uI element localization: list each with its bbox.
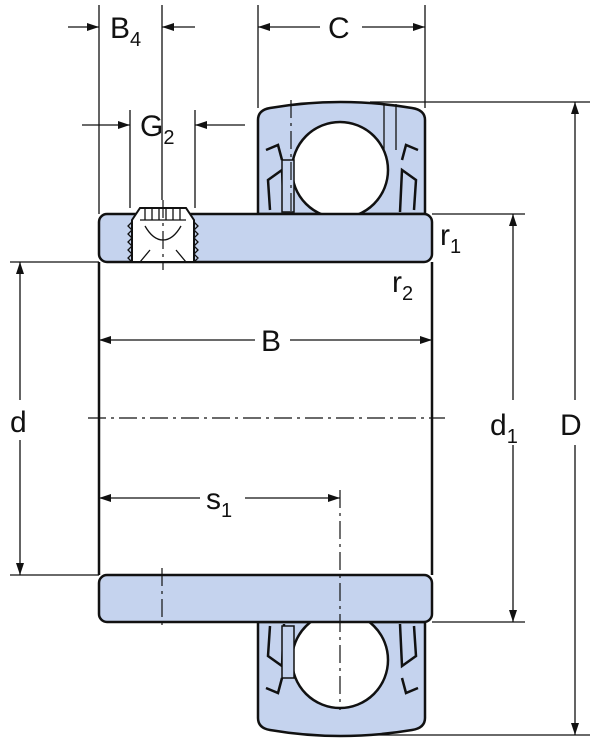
grub-screw	[127, 200, 199, 270]
label-r1: r1	[440, 219, 461, 258]
label-C: C	[328, 12, 350, 45]
dimension-d1: d1	[432, 213, 525, 623]
label-r2: r2	[392, 266, 413, 305]
dimension-D: D	[370, 101, 590, 736]
dimension-C: C	[257, 5, 426, 108]
outer-ring-top	[256, 100, 427, 220]
label-s1: s1	[206, 483, 232, 522]
label-d1: d1	[490, 409, 518, 448]
dimension-B4: B4	[68, 5, 195, 214]
dimension-s1: s1	[99, 483, 340, 522]
ball-top	[290, 120, 390, 220]
label-d: d	[10, 406, 27, 439]
outer-ring-bottom	[256, 610, 427, 738]
dimension-B: B	[99, 325, 432, 358]
label-B4: B4	[110, 12, 141, 51]
dimension-d: d	[10, 261, 99, 576]
label-B: B	[261, 325, 281, 358]
label-G2: G2	[140, 110, 174, 149]
dimension-G2: G2	[82, 110, 245, 208]
label-D: D	[560, 409, 582, 442]
inner-ring-bottom	[97, 573, 434, 624]
